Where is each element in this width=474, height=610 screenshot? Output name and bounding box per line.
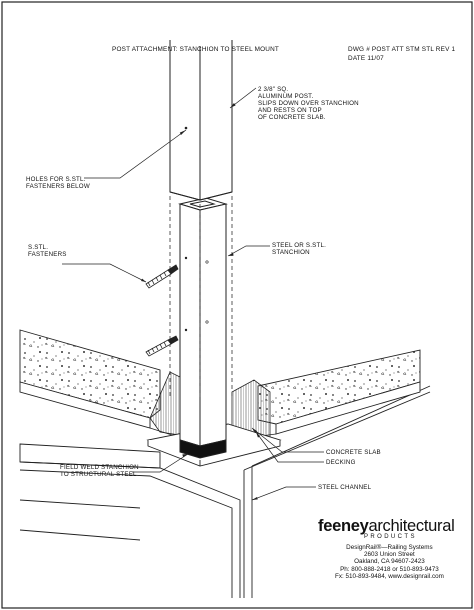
field-weld-label-line: TO STRUCTURAL STEEL [60,471,137,478]
holes-label: HOLES FOR S.STL. FASTENERS BELOW [26,176,90,190]
post-label-line: ALUMINUM POST. [258,93,314,100]
company-products: PRODUCTS [364,534,417,540]
post-label-line: 2 3/8" SQ. [258,86,289,93]
post-label-line: SLIPS DOWN OVER STANCHION [258,100,359,107]
company-logo: feeneyarchitectural PRODUCTS [318,517,455,541]
contact-line: Oakland, CA 94607-2423 [354,558,425,566]
steel-channel-label: STEEL CHANNEL [318,484,372,491]
contact-line: DesignRail®—Railing Systems [346,544,433,551]
stanchion-hole [184,256,188,260]
stanchion-label: STEEL OR S.STL. STANCHION [272,242,326,256]
post-label-line: AND RESTS ON TOP [258,107,322,114]
fastener-lower [145,335,179,357]
company-name-bold: feeney [318,517,369,535]
post-label-line: OF CONCRETE SLAB. [258,114,326,121]
concrete-slab-right [257,349,421,435]
decking-label: DECKING [326,459,356,466]
post-hidden-lines [169,196,233,400]
stanchion [178,197,228,459]
company-name-light: architectural [368,517,455,535]
concrete-slab-label: CONCRETE SLAB [326,449,381,456]
holes-label-line: HOLES FOR S.STL. [26,176,86,183]
stanchion-label-line: STEEL OR S.STL. [272,242,327,249]
concrete-slab-left [19,329,161,429]
contact-line: Fx: 510-893-9484, www.designrail.com [335,572,444,580]
drawing-title: POST ATTACHMENT: STANCHION TO STEEL MOUN… [112,46,280,53]
stanchion-hole [205,260,209,264]
field-weld-label: FIELD WELD STANCHION TO STRUCTURAL STEEL [60,464,139,478]
fastener-upper [145,264,179,289]
leader-arrows [141,103,260,500]
contact-line: 2603 Union Street [364,551,415,559]
post-label: 2 3/8" SQ. ALUMINUM POST. SLIPS DOWN OVE… [258,86,359,121]
company-name: feeneyarchitectural [318,517,455,535]
stanchion-hole [184,328,188,332]
stanchion-hole [205,320,209,324]
company-contact: DesignRail®—Railing Systems 2603 Union S… [335,544,444,580]
holes-label-line: FASTENERS BELOW [26,183,90,190]
drawing-date: DATE 11/07 [348,55,384,62]
steel-channel [19,385,431,598]
post-hole [184,126,188,130]
fasteners-label-line: S.STL. [28,244,49,251]
stanchion-label-line: STANCHION [272,249,310,256]
drawing-number: DWG # POST ATT STM STL REV 1 [348,46,456,53]
aluminum-post [169,40,233,201]
contact-line: Ph: 800-888-2418 or 510-893-9473 [340,565,439,573]
fasteners-label: S.STL. FASTENERS [28,244,67,258]
leader-lines [62,87,324,501]
field-weld-label-line: FIELD WELD STANCHION [60,464,139,471]
fasteners-label-line: FASTENERS [28,251,67,258]
